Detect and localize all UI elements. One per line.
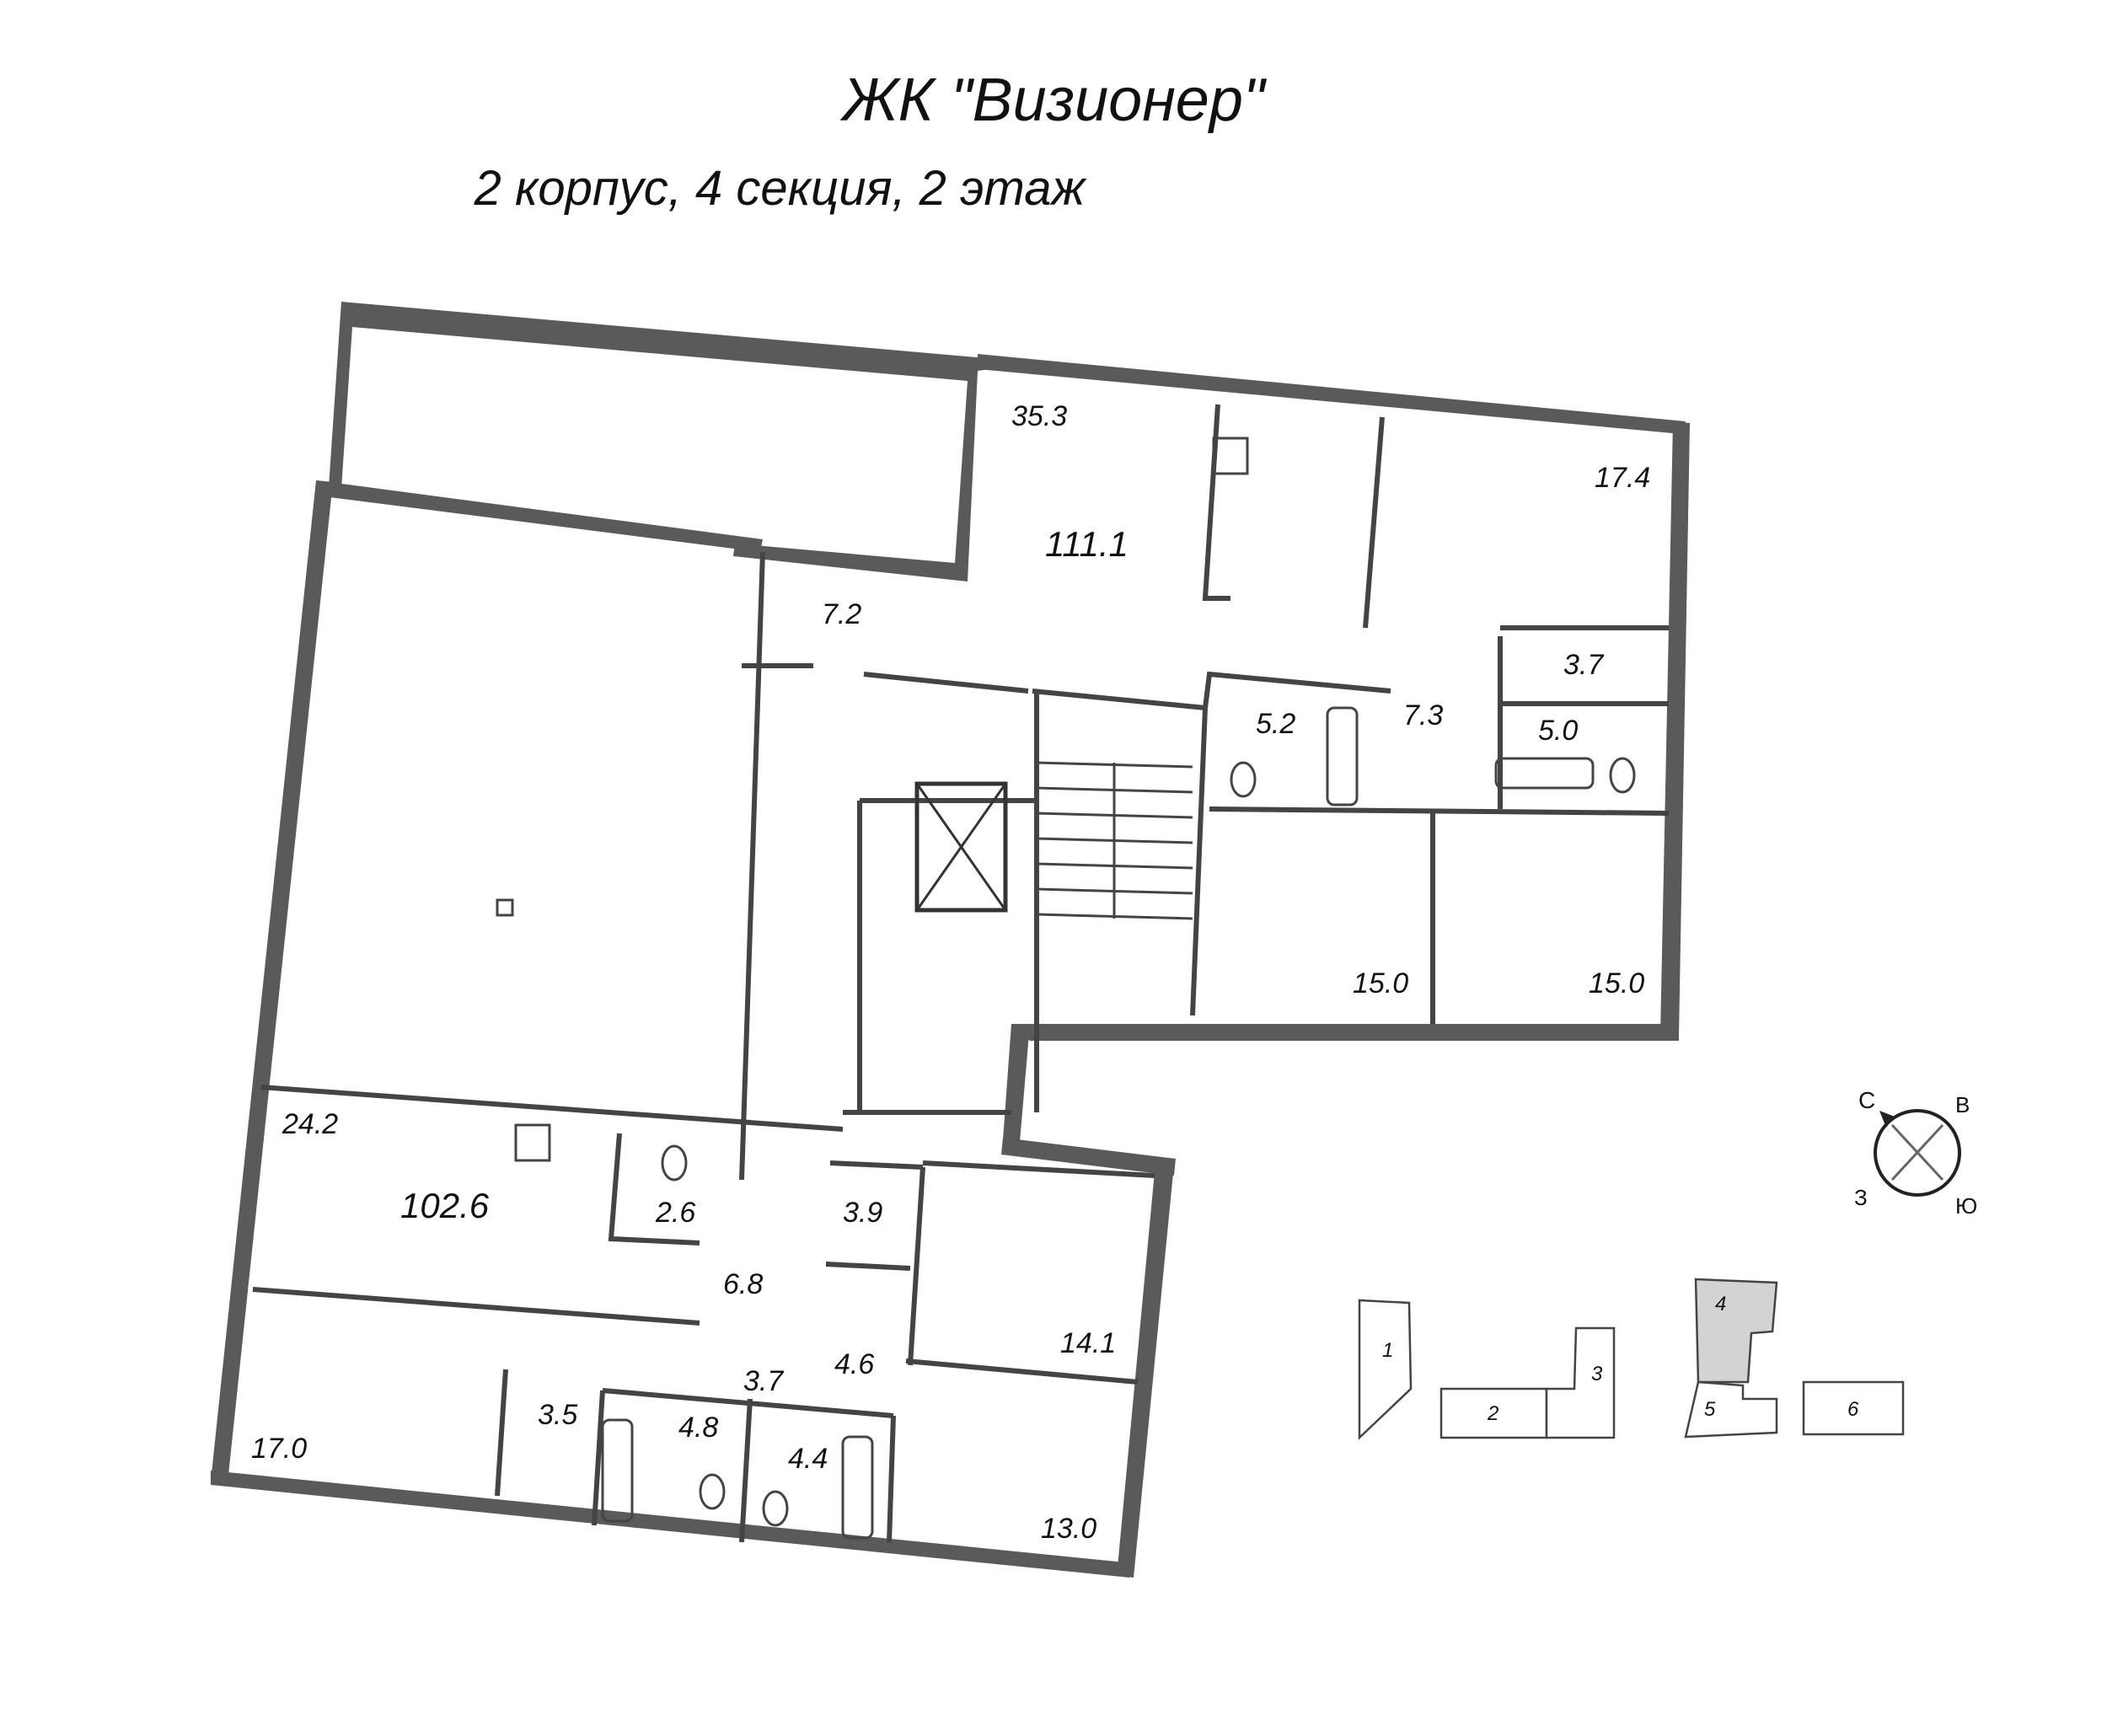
bathtub-icon	[841, 1435, 874, 1540]
compass: С В З Ю	[1854, 1087, 1977, 1219]
room-area-label: 4.4	[788, 1443, 828, 1475]
compass-north: С	[1858, 1087, 1875, 1113]
site-section-1	[1358, 1299, 1413, 1440]
room-area-label: 7.3	[1403, 699, 1443, 731]
site-section-label: 1	[1382, 1339, 1393, 1362]
room-area-label: 24.2	[281, 1108, 338, 1140]
bathtub-icon	[1494, 757, 1595, 790]
wall-top-right	[978, 354, 1686, 434]
room-area-label: 7.2	[822, 598, 861, 630]
room-area-label: 111.1	[1045, 524, 1129, 564]
room-area-label: 4.8	[678, 1412, 718, 1444]
room-area-label: 2.6	[655, 1197, 695, 1229]
room-area-label: 3.7	[743, 1365, 784, 1397]
wall-big-room-top	[316, 480, 763, 552]
site-section-3	[1545, 1326, 1616, 1439]
site-section-2	[1440, 1387, 1548, 1439]
wall-left	[211, 480, 333, 1483]
site-section-label: 4	[1715, 1293, 1726, 1315]
site-section-5	[1684, 1380, 1778, 1439]
room-area-label: 102.6	[400, 1186, 490, 1225]
stair-steps	[1036, 761, 1193, 920]
room-area-label: 3.9	[843, 1197, 882, 1229]
compass-east: В	[1955, 1092, 1970, 1117]
stairwell	[914, 761, 1193, 920]
room-area-label: 6.8	[723, 1268, 763, 1300]
site-section-label: 5	[1704, 1398, 1716, 1421]
room-area-label: 4.6	[834, 1348, 874, 1380]
site-section-label: 3	[1591, 1363, 1603, 1385]
toilet-icon	[762, 1490, 789, 1527]
stove-icon	[1212, 437, 1249, 475]
site-section-label: 6	[1847, 1398, 1859, 1421]
elevator-shaft	[914, 781, 1008, 913]
room-area-label: 5.0	[1538, 715, 1578, 747]
wall-bottom	[211, 1471, 1134, 1578]
wall-lower-top	[1001, 1138, 1176, 1176]
room-area-label: 3.5	[538, 1399, 577, 1431]
site-section-4	[1694, 1278, 1778, 1384]
room-area-label: 35.3	[1011, 400, 1067, 432]
site-section-6	[1802, 1380, 1905, 1436]
room-area-label: 14.1	[1060, 1327, 1116, 1359]
toilet-icon	[661, 1144, 688, 1181]
wall-lower-right	[1117, 1171, 1173, 1578]
wall-notch	[1003, 1024, 1030, 1142]
bathtub-icon	[1326, 706, 1359, 806]
room-area-label: 13.0	[1041, 1513, 1096, 1545]
wall-right	[1660, 421, 1690, 1037]
site-plan-labels: 1 2 3 4 5 6	[1382, 1293, 1859, 1425]
compass-north-arrow-icon	[1879, 1111, 1895, 1128]
page-title: ЖК "Визионер"	[842, 67, 1265, 134]
toilet-icon	[1230, 761, 1257, 798]
toilet-icon	[699, 1473, 726, 1510]
page-subtitle: 2 корпус, 4 секция, 2 этаж	[474, 161, 1086, 216]
room-area-label: 15.0	[1589, 967, 1644, 999]
interior-walls	[252, 404, 1670, 1543]
site-plan	[1358, 1278, 1905, 1440]
wall-top-left-block	[329, 302, 990, 581]
compass-south: Ю	[1955, 1193, 1977, 1219]
compass-west: З	[1854, 1185, 1868, 1210]
room-area-label: 15.0	[1353, 967, 1408, 999]
fixtures	[496, 437, 1636, 1540]
room-area-label: 17.4	[1595, 462, 1650, 494]
room-area-label: 5.2	[1256, 708, 1295, 740]
room-labels: 35.3 111.1 17.4 7.2 3.7 5.2 7.3 5.0 15.0…	[251, 400, 1650, 1545]
bathtub-icon	[601, 1418, 634, 1523]
stove-icon	[514, 1123, 551, 1162]
toilet-icon	[1609, 757, 1636, 794]
site-section-label: 2	[1487, 1402, 1498, 1425]
column-icon	[496, 898, 514, 917]
room-area-label: 3.7	[1563, 649, 1604, 681]
wall-bottom-right	[1011, 1024, 1679, 1041]
elevator-cross-b	[915, 783, 1007, 911]
exterior-walls	[211, 302, 1690, 1578]
compass-axis	[1890, 1123, 1944, 1181]
compass-ring	[1874, 1109, 1961, 1197]
room-area-label: 17.0	[251, 1433, 307, 1465]
